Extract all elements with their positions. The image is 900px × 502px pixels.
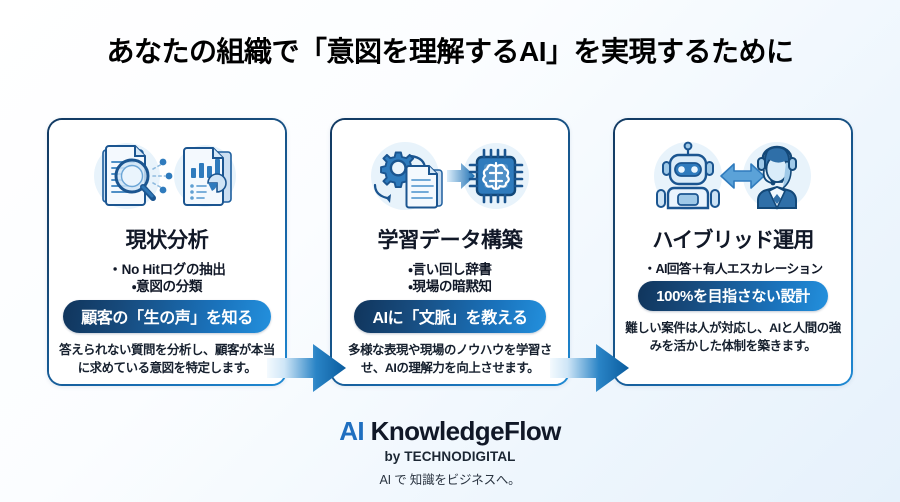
step-heading: 学習データ構築 — [377, 229, 523, 252]
page-title: あなたの組織で「意図を理解するAI」を実現するために — [106, 36, 794, 67]
step-heading: 現状分析 — [125, 229, 209, 252]
brand-logo-ai: AI — [339, 416, 365, 447]
step-pill-wrap: 顧客の「生の声」を知る — [49, 299, 285, 333]
gear-document-to-ai-chip-icon — [332, 136, 568, 216]
brand-footer: AI KnowledgeFlow by TECHNODIGITAL AI で 知… — [0, 417, 900, 488]
step-pill-wrap: 100%を目指さない設計 — [615, 281, 851, 312]
step-card-current-analysis: 現状分析 ・No Hitログの抽出 ・意図の分類 顧客の「生の声」を知る 答えら… — [47, 118, 287, 386]
bullet-item: ・No Hitログの抽出 — [108, 262, 226, 277]
step-card-training-data: 学習データ構築 ・言い回し辞書 ・現場の暗黙知 AIに「文脈」を教える 多様な表… — [330, 118, 570, 386]
step-bullets: ・言い回し辞書 ・現場の暗黙知 — [332, 261, 568, 296]
step-pill-badge: 顧客の「生の声」を知る — [63, 299, 271, 333]
arrow-step2-to-step3 — [550, 342, 630, 394]
step-card-inner: 現状分析 ・No Hitログの抽出 ・意図の分類 顧客の「生の声」を知る 答えら… — [49, 120, 285, 384]
document-magnifier-chart-icon — [49, 136, 285, 216]
step-pill-badge: 100%を目指さない設計 — [638, 281, 828, 312]
step-description: 多様な表現や現場のノウハウを学習させ、AIの理解力を向上させます。 — [348, 342, 552, 375]
brand-logo: AI KnowledgeFlow — [0, 417, 900, 446]
step-description: 答えられない質問を分析し、顧客が本当に求めている意図を特定します。 — [59, 342, 275, 375]
bullet-item: ・意図の分類 — [131, 279, 203, 295]
bullet-item: ・現場の暗黙知 — [408, 279, 492, 295]
step-bullets: ・AI回答＋有人エスカレーション — [615, 261, 851, 277]
step-card-inner: ハイブリッド運用 ・AI回答＋有人エスカレーション 100%を目指さない設計 難… — [615, 120, 851, 384]
step-card-hybrid-operation: ハイブリッド運用 ・AI回答＋有人エスカレーション 100%を目指さない設計 難… — [613, 118, 853, 386]
step-description: 難しい案件は人が対応し、AIと人間の強みを活かした体制を築きます。 — [625, 321, 841, 354]
step-pill-wrap: AIに「文脈」を教える — [332, 299, 568, 333]
bullet-item: ・言い回し辞書 — [408, 262, 492, 277]
arrow-step1-to-step2 — [267, 342, 347, 394]
brand-tagline: AI で 知識をビジネスへ。 — [379, 473, 521, 487]
step-pill-badge: AIに「文脈」を教える — [354, 299, 546, 333]
step-card-inner: 学習データ構築 ・言い回し辞書 ・現場の暗黙知 AIに「文脈」を教える 多様な表… — [332, 120, 568, 384]
brand-byline: by TECHNODIGITAL — [384, 449, 516, 464]
robot-human-agent-icon — [615, 136, 851, 216]
process-flow-cards: 現状分析 ・No Hitログの抽出 ・意図の分類 顧客の「生の声」を知る 答えら… — [0, 118, 900, 392]
brand-logo-name: KnowledgeFlow — [364, 416, 562, 447]
bullet-item: ・AI回答＋有人エスカレーション — [643, 262, 823, 276]
step-bullets: ・No Hitログの抽出 ・意図の分類 — [49, 261, 285, 296]
step-heading: ハイブリッド運用 — [652, 229, 814, 252]
